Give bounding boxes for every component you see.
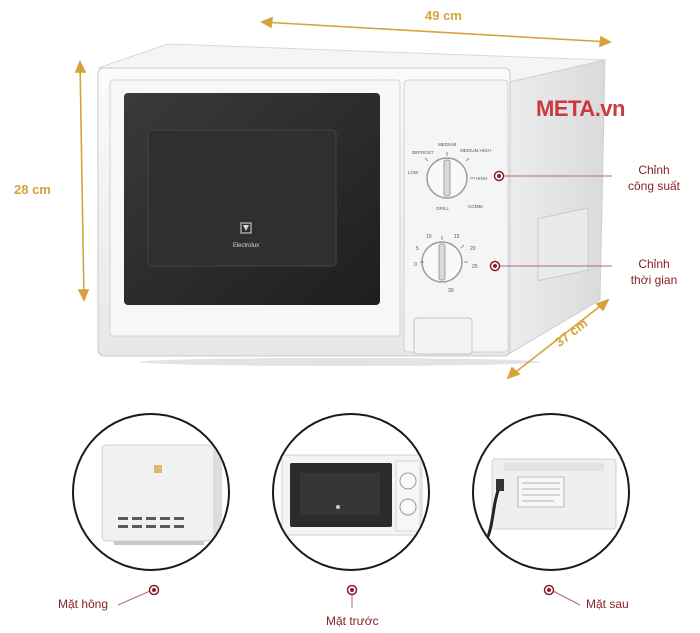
dial-label: MEDIUM: [438, 142, 457, 147]
dial-label: HIGH: [476, 176, 488, 181]
front-view-image: [281, 454, 423, 536]
power-callout-line2: công suất: [627, 179, 681, 193]
dial-label: COMBI: [468, 204, 483, 209]
power-dial-labels: DEFROST MEDIUM MEDIUM HIGH HIGH LOW COMB…: [406, 140, 498, 220]
microwave-illustration: [74, 16, 612, 380]
dial-label: GRILL: [436, 206, 450, 211]
depth-arrow: [507, 299, 609, 379]
side-view-thumbnail: [72, 413, 230, 571]
side-label: [537, 207, 589, 282]
back-view-image: [484, 458, 617, 542]
timer-callout-line1: Chỉnh: [638, 257, 670, 271]
side-view-image: [101, 444, 222, 545]
thumb-callouts: [117, 584, 581, 608]
timer-callout: Chỉnh thời gian: [614, 256, 694, 288]
window-mesh: [147, 129, 337, 267]
front-view-label: Mặt trước: [326, 614, 379, 628]
dial-label: 0: [414, 262, 417, 268]
width-arrow: [261, 21, 611, 43]
back-view-label: Mặt sau: [586, 597, 629, 611]
meta-watermark: META.vn: [536, 96, 625, 121]
power-callout-line1: Chỉnh: [638, 163, 670, 177]
dial-label: 25: [472, 264, 478, 270]
timer-dial-labels: 0 5 10 15 20 25 30: [408, 232, 500, 302]
timer-callout-line2: thời gian: [630, 273, 678, 287]
dial-label: 20: [470, 246, 476, 252]
dial-label: 30: [448, 288, 454, 294]
dial-label: 15: [454, 234, 460, 240]
height-arrow: [79, 61, 85, 301]
side-view-label: Mặt hông: [58, 597, 109, 611]
electrolux-logo-icon: [240, 222, 252, 234]
dial-label: LOW: [408, 170, 419, 175]
front-view-thumbnail: [272, 413, 430, 571]
height-label: 28 cm: [14, 182, 51, 197]
back-view-thumbnail: [472, 413, 630, 571]
logo-text: Electrolux: [232, 243, 260, 249]
width-label: 49 cm: [425, 8, 462, 23]
dial-label: 5: [416, 246, 419, 252]
power-callout: Chỉnh công suất: [614, 162, 694, 194]
dial-label: 10: [426, 234, 432, 240]
door-release-button: [413, 317, 473, 355]
dial-label: MEDIUM HIGH: [460, 148, 491, 153]
electrolux-logo: Electrolux: [226, 222, 266, 252]
dial-label: DEFROST: [412, 150, 434, 155]
